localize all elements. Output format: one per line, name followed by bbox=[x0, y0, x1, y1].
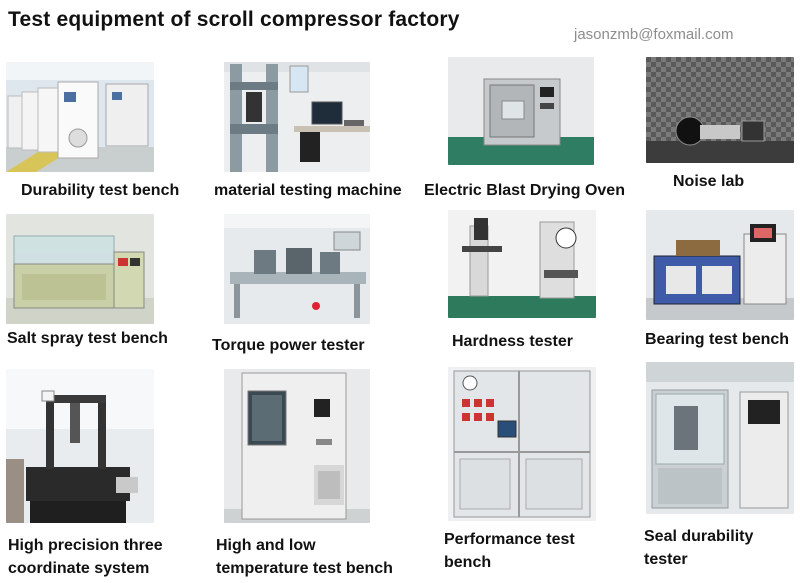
seal-durability-tester-caption-2: tester bbox=[644, 551, 688, 568]
seal-durability-tester-photo bbox=[646, 362, 794, 514]
material-testing-machine-caption: material testing machine bbox=[214, 182, 402, 199]
hardness-tester-caption: Hardness tester bbox=[452, 333, 573, 350]
torque-power-tester-photo bbox=[224, 214, 370, 324]
coordinate-system-caption-2: coordinate system bbox=[8, 560, 150, 577]
material-testing-machine-photo bbox=[224, 62, 370, 172]
page-title: Test equipment of scroll compressor fact… bbox=[8, 8, 460, 31]
torque-power-tester-caption: Torque power tester bbox=[212, 337, 365, 354]
hardness-tester-photo bbox=[448, 210, 596, 318]
durability-test-bench-photo bbox=[6, 62, 154, 172]
performance-test-bench-photo bbox=[448, 367, 596, 521]
performance-test-bench-caption-1: Performance test bbox=[444, 531, 575, 548]
coordinate-system-photo bbox=[6, 369, 154, 523]
coordinate-system-caption-1: High precision three bbox=[8, 537, 163, 554]
electric-blast-drying-oven-photo bbox=[448, 57, 594, 165]
seal-durability-tester-caption-1: Seal durability bbox=[644, 528, 754, 545]
high-low-temperature-test-bench-photo bbox=[224, 369, 370, 523]
noise-lab-caption: Noise lab bbox=[673, 173, 745, 190]
salt-spray-test-bench-photo bbox=[6, 214, 154, 324]
high-low-temperature-caption-2: temperature test bench bbox=[216, 560, 393, 577]
bearing-test-bench-photo bbox=[646, 210, 794, 320]
performance-test-bench-caption-2: bench bbox=[444, 554, 492, 571]
high-low-temperature-caption-1: High and low bbox=[216, 537, 316, 554]
noise-lab-photo bbox=[646, 57, 794, 163]
durability-test-bench-caption: Durability test bench bbox=[21, 182, 180, 199]
contact-email: jasonzmb@foxmail.com bbox=[574, 26, 734, 43]
electric-blast-drying-oven-caption: Electric Blast Drying Oven bbox=[424, 182, 625, 199]
salt-spray-test-bench-caption: Salt spray test bench bbox=[7, 330, 168, 347]
bearing-test-bench-caption: Bearing test bench bbox=[645, 331, 790, 348]
